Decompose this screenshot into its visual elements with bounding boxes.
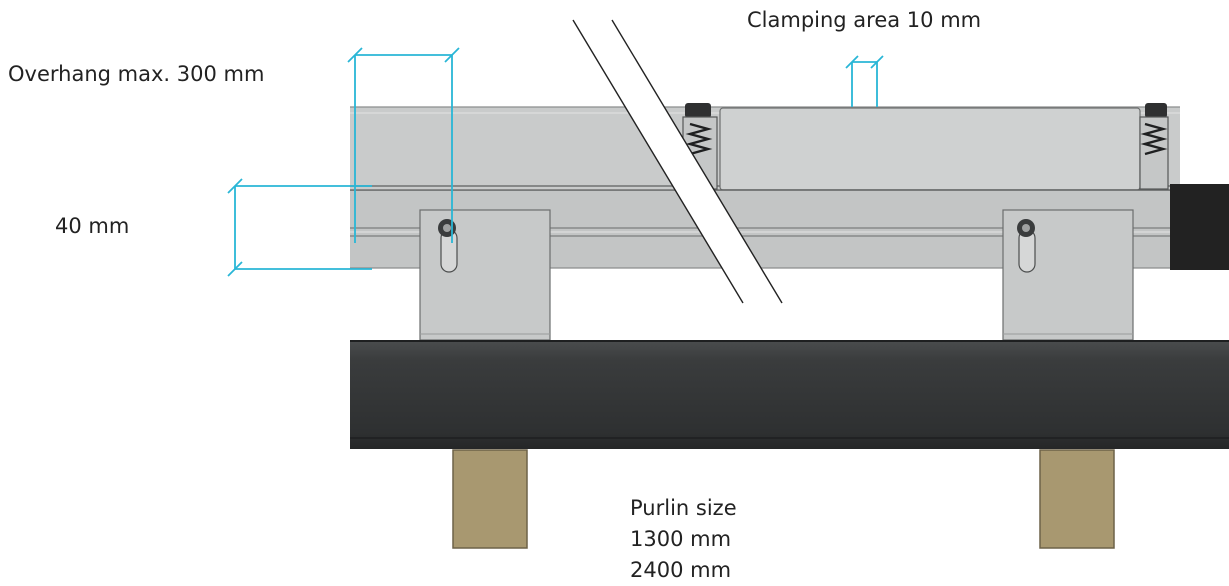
overhang-dimension-line [347,47,460,243]
height-label: 40 mm [55,214,130,238]
purlin-size-label: Purlin size 1300 mm 2400 mm [630,493,737,586]
clamping-area-label: Clamping area 10 mm [747,8,982,32]
clamping-dimension-line [845,55,884,107]
spring-clamp-right [1139,103,1169,190]
purlin-size-title: Purlin size [630,496,737,520]
purlin-size-option-2: 2400 mm [630,558,732,582]
end-cap [1170,184,1229,270]
bolt-left [438,219,456,237]
purlin-left [452,449,528,549]
purlin-right [1039,449,1115,549]
bolt-right [1017,219,1035,237]
height-dimension-line [227,178,372,277]
purlin-size-option-1: 1300 mm [630,527,732,551]
main-tube [350,340,1229,449]
overhang-label: Overhang max. 300 mm [8,62,265,86]
break-lines [572,19,783,304]
clamping-rail-profile [350,106,1180,191]
